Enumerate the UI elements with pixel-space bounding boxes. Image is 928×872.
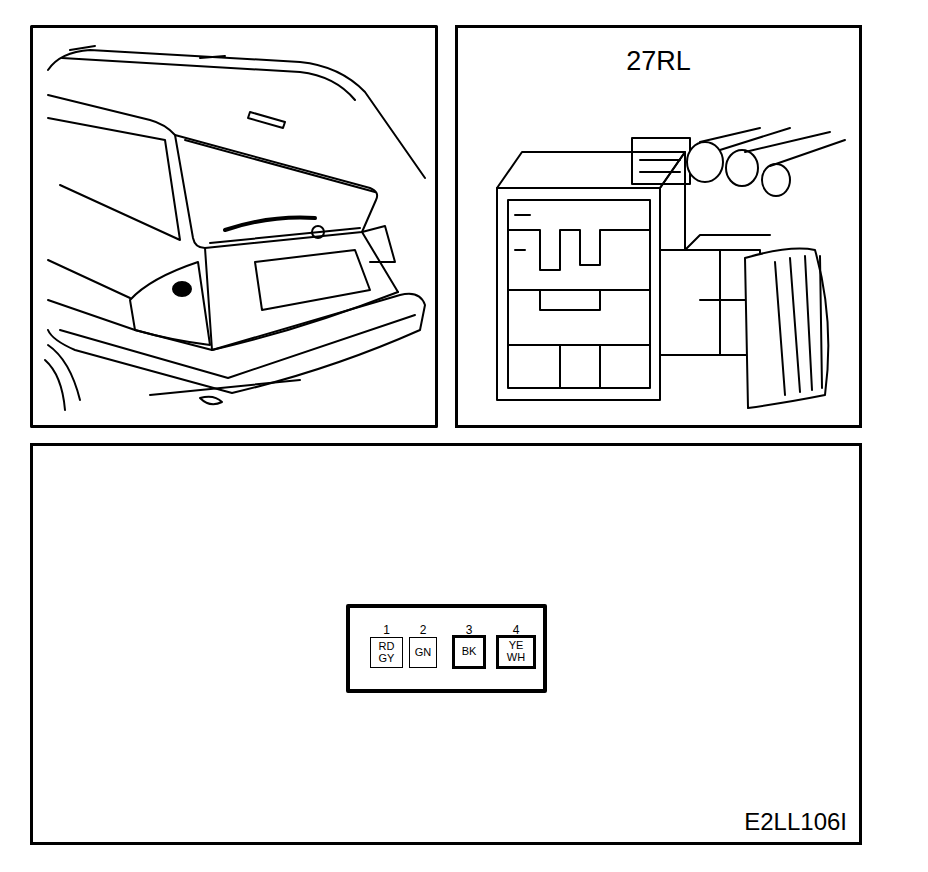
connector-id: 27RL xyxy=(458,46,859,77)
wire-colour: RD GY xyxy=(371,641,402,664)
connector-location xyxy=(173,282,191,296)
wire-colour: BK xyxy=(462,646,477,658)
connector-illustration xyxy=(497,128,845,408)
pin-cavity: 3BK xyxy=(452,635,486,669)
pin-cavity: 4YE WH xyxy=(496,635,536,669)
wire-colour: GN xyxy=(415,647,432,659)
pin-number: 1 xyxy=(365,624,408,636)
pin-number: 3 xyxy=(449,624,489,636)
connector-face xyxy=(348,606,545,691)
connector-panel: 27RL xyxy=(455,25,862,428)
wire-colour: YE WH xyxy=(499,640,533,663)
figure-code: E2LL106I xyxy=(744,808,847,836)
pin-number: 2 xyxy=(404,624,442,636)
pinout-panel: 1RD GY2GN3BK4YE WHE2LL106I xyxy=(30,443,862,845)
picture-frame xyxy=(32,27,437,427)
car-rear-view xyxy=(45,46,425,410)
pin-cavity: 2GN xyxy=(409,637,437,668)
pin-number: 4 xyxy=(493,624,539,636)
pin-cavity: 1RD GY xyxy=(370,637,403,668)
